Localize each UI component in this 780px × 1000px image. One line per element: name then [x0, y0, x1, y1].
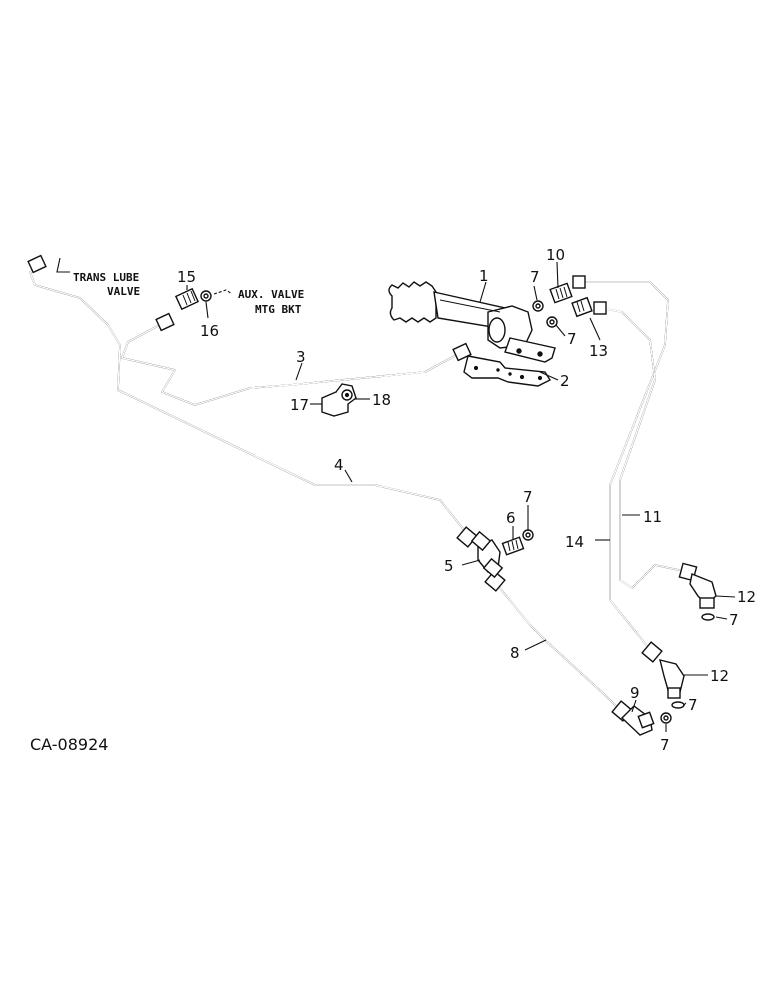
label-7-elbow9: 7 [660, 736, 670, 754]
label-3: 3 [296, 348, 306, 366]
label-9: 9 [630, 684, 640, 702]
label-11: 11 [643, 508, 662, 526]
tube-14 [579, 281, 669, 653]
washer-part-7-mid [546, 316, 558, 328]
label-8: 8 [510, 644, 520, 662]
drawing-code: CA-08924 [30, 735, 108, 754]
label-7-tee: 7 [523, 488, 533, 506]
label-12-lower: 12 [710, 667, 729, 685]
elbow-part-12-lower [659, 659, 685, 699]
label-17: 17 [290, 396, 309, 414]
label-10: 10 [546, 246, 565, 264]
tube-4 [29, 267, 469, 536]
washer-part-7-tee [522, 529, 534, 541]
label-14: 14 [565, 533, 584, 551]
note-aux-valve-line2: MTG BKT [255, 303, 302, 316]
washer-part-16 [200, 290, 212, 302]
label-7-elbow12-lower: 7 [688, 696, 698, 714]
label-7-cylinder-upper: 7 [530, 268, 540, 286]
label-13: 13 [589, 342, 608, 360]
bracket-part-17 [321, 383, 357, 417]
label-18: 18 [372, 391, 391, 409]
tube-3 [121, 321, 463, 406]
fitting-part-13 [571, 296, 593, 318]
fitting-part-15 [174, 287, 200, 311]
label-6: 6 [506, 509, 516, 527]
label-7-elbow12-upper: 7 [729, 611, 739, 629]
washer-part-7-elbow12-lower [671, 701, 685, 709]
note-trans-lube-line1: TRANS LUBE [73, 271, 139, 284]
label-15: 15 [177, 268, 196, 286]
elbow-part-9 [620, 705, 655, 736]
tube-nuts [27, 254, 698, 722]
callout-notes: TRANS LUBE VALVE AUX. VALVE MTG BKT [73, 271, 304, 316]
label-7-cylinder-mid: 7 [567, 330, 577, 348]
washer-part-7-elbow12-upper [701, 613, 715, 621]
fitting-part-10 [549, 282, 573, 304]
label-5: 5 [444, 557, 454, 575]
leader-lines [56, 257, 736, 732]
label-16: 16 [200, 322, 219, 340]
note-trans-lube-line2: VALVE [107, 285, 140, 298]
gasket-part-2 [463, 355, 552, 387]
note-aux-valve-line1: AUX. VALVE [238, 288, 304, 301]
tee-part-5 [470, 530, 504, 579]
washer-part-7-elbow9 [660, 712, 672, 724]
cylinder-part-1 [388, 281, 556, 363]
tube-11 [599, 307, 689, 589]
fitting-part-6 [501, 536, 525, 556]
label-1: 1 [479, 267, 489, 285]
elbow-part-12-upper [689, 573, 717, 609]
label-2: 2 [560, 372, 570, 390]
label-12-upper: 12 [737, 588, 756, 606]
part-number-labels: 1 2 3 4 5 6 7 7 7 7 7 7 8 9 10 11 12 12 … [177, 246, 756, 754]
label-4: 4 [334, 456, 344, 474]
clamp-part-18 [341, 389, 353, 401]
washer-part-7-upper [532, 300, 544, 312]
